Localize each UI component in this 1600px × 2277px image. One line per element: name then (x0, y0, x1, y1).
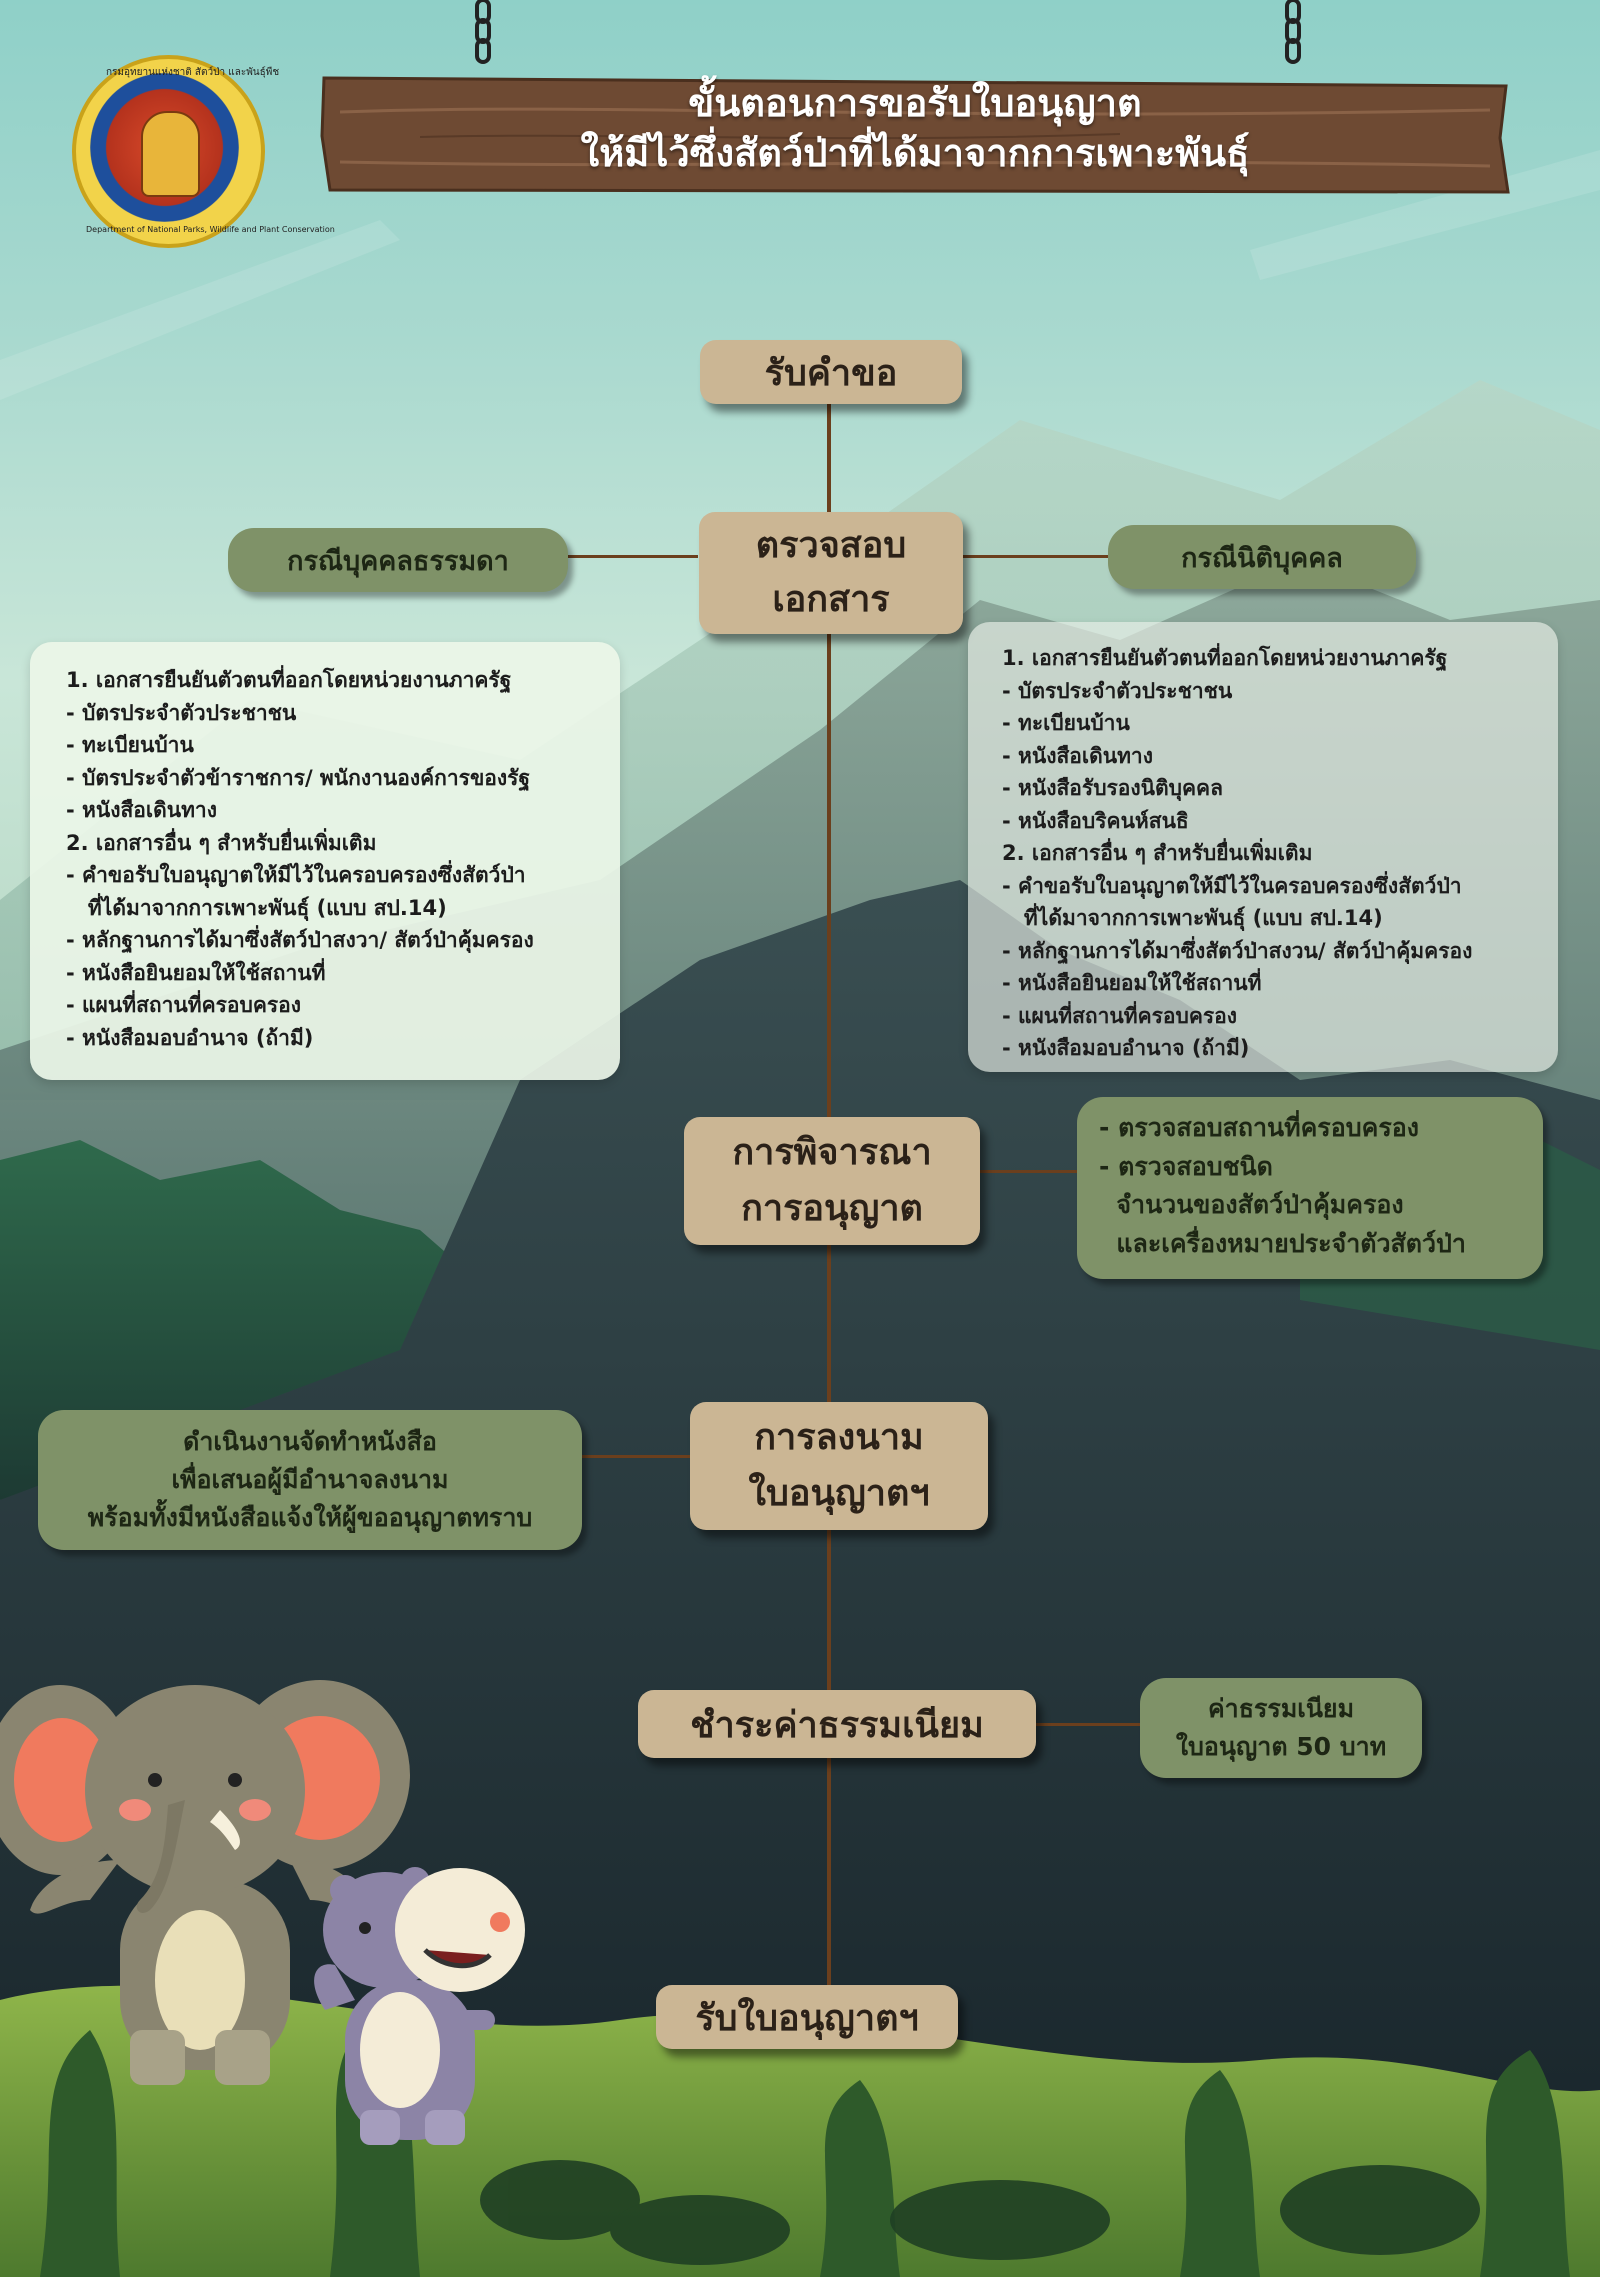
step-consideration: การพิจารณา การอนุญาต (684, 1117, 980, 1245)
individual-doc-item: - หนังสือเดินทาง (66, 798, 217, 822)
consideration-notes: - ตรวจสอบสถานที่ครอบครอง - ตรวจสอบชนิด จำ… (1077, 1097, 1543, 1279)
juristic-documents-list: 1. เอกสารยืนยันตัวตนที่ออกโดยหน่วยงานภาค… (1002, 642, 1558, 1065)
sign-note-item: ดำเนินงานจัดทำหนังสือ (183, 1427, 437, 1456)
individual-doc-item: - หนังสือมอบอำนาจ (ถ้ามี) (66, 1025, 314, 1050)
connector-fee (1036, 1723, 1141, 1726)
step-receive-license: รับใบอนุญาตฯ (656, 1985, 958, 2049)
fee-notes: ค่าธรรมเนียมใบอนุญาต 50 บาท (1140, 1678, 1422, 1778)
chain-right-icon (1285, 0, 1301, 64)
individual-documents-list: 1. เอกสารยืนยันตัวตนที่ออกโดยหน่วยงานภาค… (66, 664, 620, 1054)
individual-doc-item: - หลักฐานการได้มาซึ่งสัตว์ป่าสงวา/ สัตว์… (66, 928, 534, 952)
title-line-1: ขั้นตอนการขอรับใบอนุญาต (688, 81, 1142, 125)
consider-note-item: จำนวนของสัตว์ป่าคุ้มครอง (1099, 1190, 1404, 1219)
title-line-2: ให้มีไว้ซึ่งสัตว์ป่าที่ได้มาจากการเพาะพั… (580, 131, 1250, 175)
fee-note-item: ใบอนุญาต 50 บาท (1175, 1732, 1387, 1761)
step-receive-request: รับคำขอ (700, 340, 962, 404)
individual-doc-item: 1. เอกสารยืนยันตัวตนที่ออกโดยหน่วยงานภาค… (66, 668, 512, 692)
juristic-doc-item: - บัตรประจำตัวประชาชน (1002, 678, 1233, 703)
juristic-doc-item: - คำขอรับใบอนุญาตให้มีไว้ในครอบครองซึ่งส… (1002, 873, 1462, 898)
step-sign-license: การลงนาม ใบอนุญาตฯ (690, 1402, 988, 1530)
consider-note-item: และเครื่องหมายประจำตัวสัตว์ป่า (1099, 1228, 1466, 1258)
individual-documents-panel: 1. เอกสารยืนยันตัวตนที่ออกโดยหน่วยงานภาค… (30, 642, 620, 1080)
individual-doc-item: - ทะเบียนบ้าน (66, 733, 194, 757)
consider-note-item: - ตรวจสอบสถานที่ครอบครอง (1099, 1113, 1419, 1142)
title-board (320, 76, 1510, 194)
department-seal-icon: กรมอุทยานแห่งชาติ สัตว์ป่า และพันธุ์พืช … (72, 55, 335, 248)
step-pay-fee: ชำระค่าธรรมเนียม (638, 1690, 1036, 1758)
individual-doc-item: - แผนที่สถานที่ครอบครอง (66, 993, 302, 1017)
branch-juristic: กรณีนิติบุคคล (1108, 525, 1416, 589)
individual-doc-item: - บัตรประจำตัวประชาชน (66, 700, 297, 725)
juristic-doc-item: ที่ได้มาจากการเพาะพันธุ์ (แบบ สป.14) (1002, 906, 1383, 930)
juristic-doc-item: - หลักฐานการได้มาซึ่งสัตว์ป่าสงวน/ สัตว์… (1002, 938, 1473, 963)
juristic-doc-item: - ทะเบียนบ้าน (1002, 711, 1130, 735)
chain-left-icon (475, 0, 491, 64)
individual-doc-item: - บัตรประจำตัวข้าราชการ/ พนักงานองค์การข… (66, 765, 531, 790)
individual-doc-item: ที่ได้มาจากการเพาะพันธุ์ (แบบ สป.14) (66, 895, 447, 920)
page-title: ขั้นตอนการขอรับใบอนุญาต ให้มีไว้ซึ่งสัตว… (320, 78, 1510, 178)
juristic-doc-item: 2. เอกสารอื่น ๆ สำหรับยื่นเพิ่มเติม (1002, 841, 1313, 865)
sign-note-item: พร้อมทั้งมีหนังสือแจ้งให้ผู้ขออนุญาตทราบ (87, 1503, 533, 1532)
deity-figure-icon (141, 111, 200, 197)
sign-note-item: เพื่อเสนอผู้มีอำนาจลงนาม (171, 1465, 449, 1494)
juristic-doc-item: - หนังสือบริคนห์สนธิ (1002, 808, 1189, 833)
branch-individual: กรณีบุคคลธรรมดา (228, 528, 568, 592)
hippo-illustration (314, 1867, 525, 2145)
individual-doc-item: - หนังสือยินยอมให้ใช้สถานที่ (66, 960, 326, 985)
juristic-doc-item: - หนังสือมอบอำนาจ (ถ้ามี) (1002, 1036, 1250, 1060)
consider-note-item: - ตรวจสอบชนิด (1099, 1151, 1273, 1181)
elephant-illustration (0, 1680, 410, 2085)
juristic-doc-item: - หนังสือรับรองนิติบุคคล (1002, 776, 1223, 800)
individual-doc-item: 2. เอกสารอื่น ๆ สำหรับยื่นเพิ่มเติม (66, 830, 377, 855)
juristic-doc-item: - หนังสือเดินทาง (1002, 743, 1153, 768)
connector-juristic (962, 555, 1112, 558)
connector-individual (568, 555, 698, 558)
juristic-doc-item: - หนังสือยินยอมให้ใช้สถานที่ (1002, 971, 1262, 995)
connector-consider (980, 1170, 1080, 1173)
connector-sign (580, 1455, 690, 1458)
juristic-doc-item: 1. เอกสารยืนยันตัวตนที่ออกโดยหน่วยงานภาค… (1002, 646, 1448, 670)
juristic-documents-panel: 1. เอกสารยืนยันตัวตนที่ออกโดยหน่วยงานภาค… (968, 622, 1558, 1072)
logo-text-th: กรมอุทยานแห่งชาติ สัตว์ป่า และพันธุ์พืช (106, 67, 280, 78)
signing-notes: ดำเนินงานจัดทำหนังสือเพื่อเสนอผู้มีอำนาจ… (38, 1410, 582, 1550)
fee-note-item: ค่าธรรมเนียม (1207, 1694, 1355, 1723)
juristic-doc-item: - แผนที่สถานที่ครอบครอง (1002, 1003, 1238, 1028)
individual-doc-item: - คำขอรับใบอนุญาตให้มีไว้ในครอบครองซึ่งส… (66, 863, 526, 887)
step-check-documents: ตรวจสอบ เอกสาร (699, 512, 963, 634)
logo-text-en: Department of National Parks, Wildlife a… (86, 225, 335, 234)
